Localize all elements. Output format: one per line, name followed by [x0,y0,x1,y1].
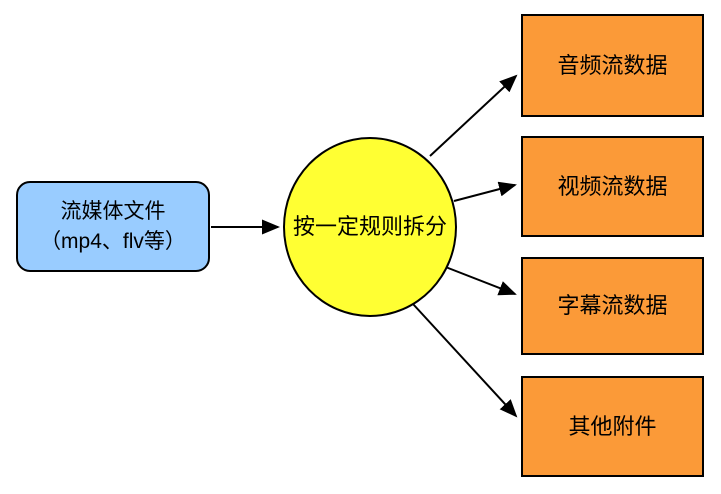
output-subtitle-stream-label: 字幕流数据 [557,293,668,318]
output-video-stream-label: 视频流数据 [557,173,668,199]
output-subtitle-stream-node: 字幕流数据 [521,257,704,355]
source-media-file-label-line1: 流媒体文件 [60,199,166,223]
source-media-file-label-line2: （mp4、flv等） [40,229,186,253]
split-process-node: 按一定规则拆分 [283,137,457,317]
arrow-process-to-other [412,303,518,418]
arrow-process-to-subtitle [442,265,517,296]
arrow-process-to-audio [429,74,518,157]
output-audio-stream-label: 音频流数据 [557,52,668,78]
arrow-process-to-video [453,181,517,202]
output-audio-stream-node: 音频流数据 [521,14,704,117]
split-process-label: 按一定规则拆分 [292,214,447,239]
output-video-stream-node: 视频流数据 [521,136,704,237]
output-other-attachments-node: 其他附件 [521,376,704,477]
source-media-file-node: 流媒体文件 （mp4、flv等） [16,181,210,272]
output-other-attachments-label: 其他附件 [568,413,657,439]
